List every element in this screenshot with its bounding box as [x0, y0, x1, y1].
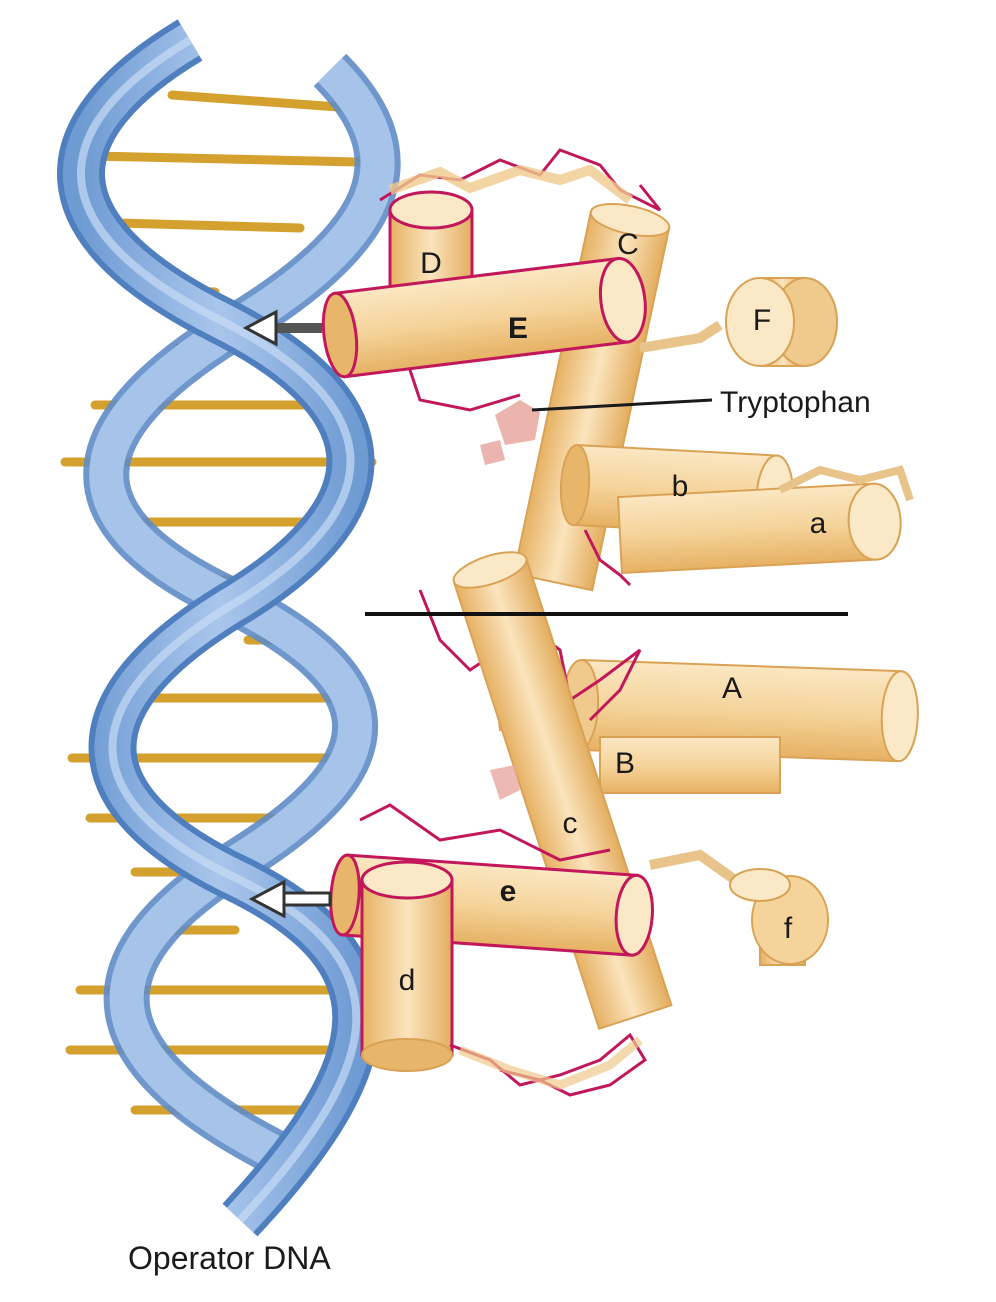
label-a: a	[810, 507, 827, 540]
lower-arrow	[248, 879, 332, 919]
tryptophan-pointer	[531, 398, 713, 412]
helix-F	[639, 277, 838, 367]
operator-dna	[57, 19, 401, 1237]
helix-E	[321, 256, 647, 379]
tryptophan-label: Tryptophan	[720, 386, 871, 419]
tryptophan-ligand	[480, 400, 540, 465]
label-e: e	[500, 875, 517, 908]
label-b: b	[672, 470, 689, 503]
label-B: B	[615, 747, 635, 780]
label-d: d	[399, 964, 416, 997]
upper-subunit	[321, 148, 914, 592]
label-D: D	[420, 247, 442, 280]
label-F: F	[753, 304, 771, 337]
helix-f	[649, 849, 829, 966]
label-E: E	[508, 312, 528, 345]
helix-A	[560, 658, 919, 763]
label-C: C	[617, 228, 639, 261]
label-f: f	[784, 912, 793, 945]
lower-loop	[449, 1032, 647, 1097]
helix-a	[616, 482, 902, 574]
label-c: c	[563, 807, 578, 840]
middle-loop	[418, 589, 642, 722]
lower-subunit	[329, 529, 919, 1097]
label-A: A	[722, 672, 742, 705]
diagram-caption: Operator DNA	[128, 1240, 331, 1276]
helix-B	[599, 736, 781, 794]
upper-arrow	[242, 309, 322, 347]
helix-d	[360, 860, 454, 1072]
